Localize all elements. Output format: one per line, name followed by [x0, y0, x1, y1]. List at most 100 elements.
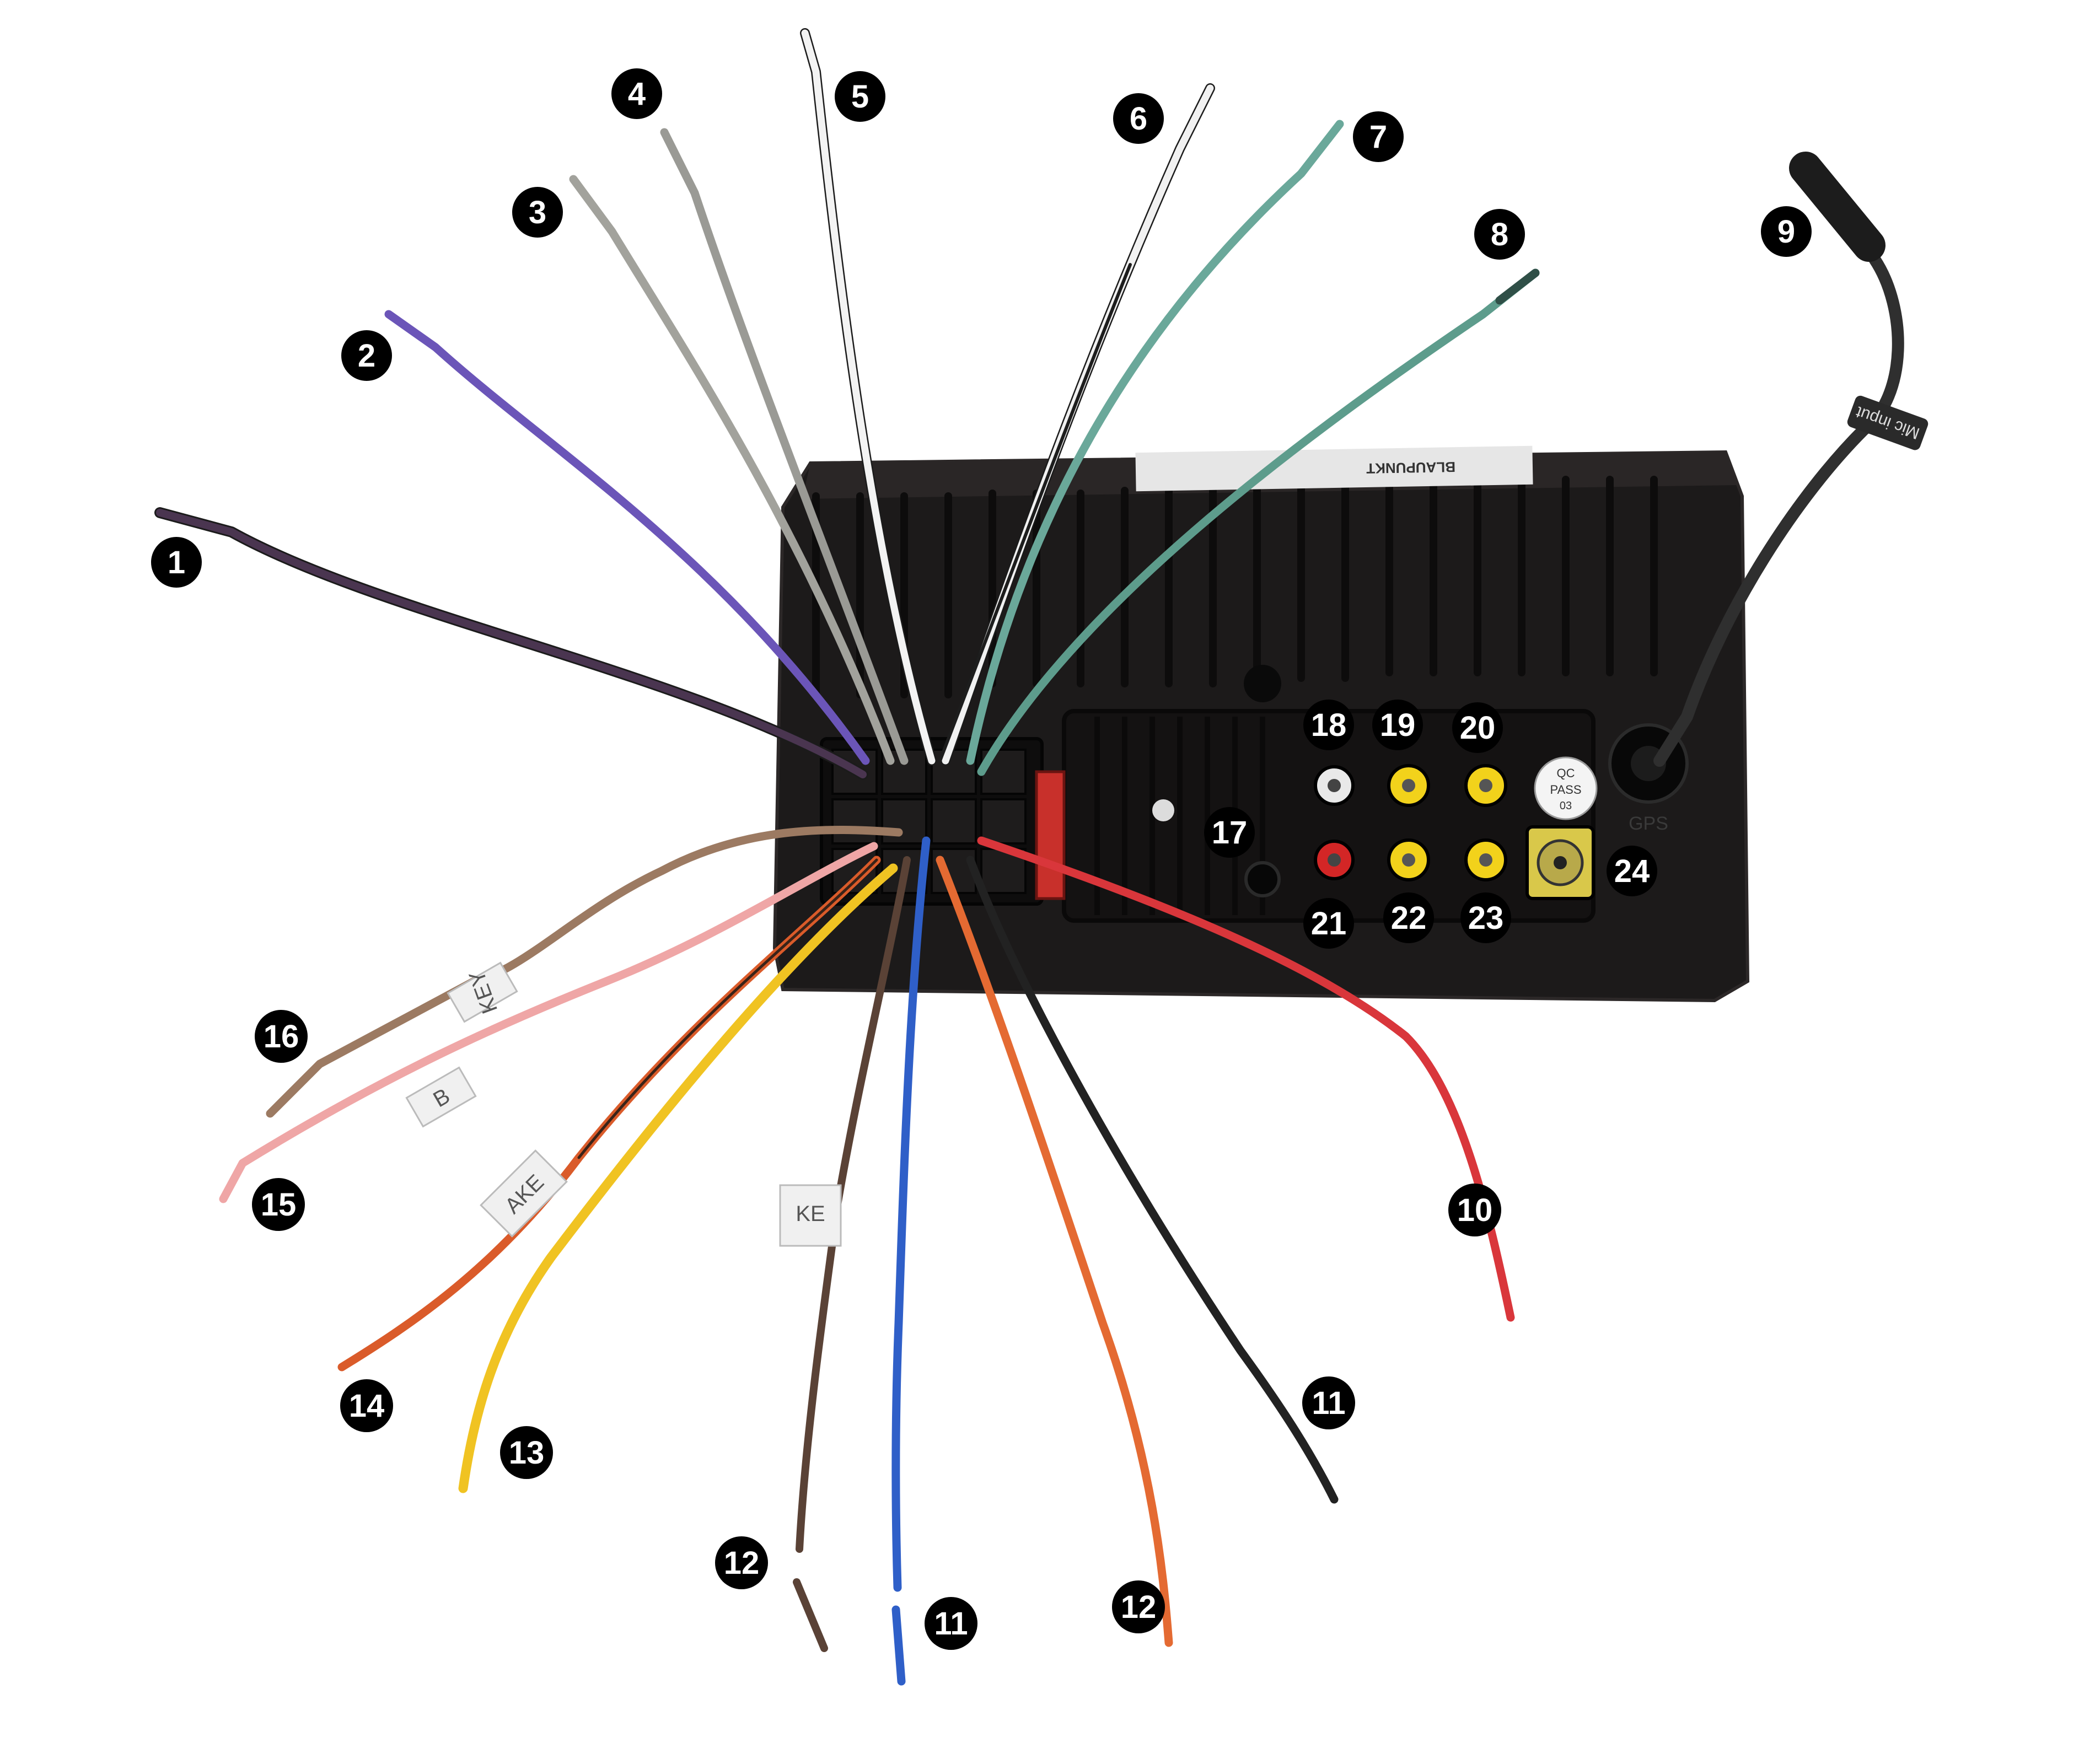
- brand-label: BLAUPUNKT: [1366, 459, 1455, 477]
- rca-port-19: [1387, 764, 1430, 807]
- badge-14: 14: [340, 1379, 393, 1432]
- svg-text:QC: QC: [1557, 766, 1575, 780]
- svg-text:14: 14: [349, 1388, 385, 1424]
- badge-17: 17: [1204, 807, 1255, 858]
- badge-5: 5: [835, 71, 885, 122]
- badge-12-brown: 12: [715, 1536, 768, 1589]
- wire-9: [1653, 253, 1904, 767]
- wire-12b: [936, 856, 1173, 1647]
- wire-15: [219, 842, 878, 1203]
- badge-8: 8: [1474, 209, 1525, 260]
- wire-13: [458, 863, 898, 1493]
- badge-3: 3: [512, 187, 563, 238]
- badge-23: 23: [1460, 892, 1511, 943]
- svg-text:15: 15: [261, 1187, 297, 1223]
- model-sticker: BLAUPUNKT: [1135, 445, 1533, 492]
- badge-15: 15: [252, 1178, 305, 1231]
- svg-text:3: 3: [529, 195, 546, 230]
- qc-sticker: QC PASS 03: [1534, 756, 1598, 820]
- svg-text:KE: KE: [796, 1202, 825, 1226]
- svg-text:5: 5: [851, 79, 869, 115]
- badge-16: 16: [255, 1010, 308, 1063]
- wires-upper: Mic input: [154, 28, 1929, 780]
- tag-14: AKE: [480, 1149, 568, 1238]
- screw-hole: [1244, 665, 1281, 702]
- wire-5: [801, 29, 936, 765]
- wire-8: [977, 268, 1540, 776]
- svg-text:12: 12: [1121, 1589, 1157, 1625]
- mic-plug: [1789, 152, 1886, 262]
- rca-port-23: [1464, 838, 1507, 881]
- badge-13: 13: [500, 1426, 553, 1479]
- wire-14-stripe: [577, 858, 878, 1159]
- svg-text:12: 12: [724, 1545, 760, 1581]
- tag-12: KE: [779, 1184, 842, 1247]
- svg-text:13: 13: [509, 1435, 545, 1471]
- wire-11b-end: [891, 1605, 906, 1686]
- svg-text:6: 6: [1130, 101, 1147, 137]
- rca-port-21: [1314, 840, 1355, 880]
- badge-2: 2: [341, 330, 392, 381]
- rca-port-24: [1525, 825, 1595, 900]
- badge-1: 1: [151, 537, 202, 588]
- badge-4: 4: [611, 68, 662, 119]
- badge-20: 20: [1452, 702, 1503, 753]
- rca-port-22: [1387, 838, 1430, 881]
- badge-21: 21: [1303, 898, 1354, 949]
- wire-2: [384, 310, 870, 765]
- svg-text:4: 4: [628, 76, 646, 112]
- tag-15: B: [405, 1066, 477, 1128]
- badge-24: 24: [1607, 846, 1657, 896]
- svg-text:20: 20: [1460, 710, 1496, 746]
- wire-7: [966, 120, 1344, 765]
- svg-text:18: 18: [1311, 707, 1347, 743]
- svg-text:16: 16: [264, 1019, 299, 1055]
- number-badges: 1 2 3 4 5 6 7 8: [151, 68, 1812, 1650]
- badge-22: 22: [1383, 892, 1434, 943]
- svg-text:23: 23: [1468, 900, 1504, 936]
- aux-jack: [1244, 861, 1281, 897]
- led-indicator: [1152, 799, 1174, 821]
- badge-19: 19: [1372, 700, 1423, 750]
- wire-1-color: [156, 509, 867, 778]
- badge-11-blue: 11: [925, 1597, 977, 1650]
- svg-text:17: 17: [1212, 815, 1248, 851]
- svg-text:8: 8: [1491, 217, 1508, 252]
- tag-16: KEY: [447, 961, 518, 1023]
- svg-text:7: 7: [1369, 119, 1387, 155]
- svg-text:21: 21: [1311, 906, 1347, 942]
- badge-10: 10: [1448, 1184, 1501, 1236]
- badge-18: 18: [1303, 700, 1354, 750]
- wire-11a: [966, 856, 1339, 1504]
- svg-text:1: 1: [168, 545, 185, 580]
- wire-16: [266, 825, 903, 1118]
- fuse: [1035, 770, 1066, 900]
- wire-12a-end: [793, 1578, 828, 1652]
- wire-4: [660, 128, 909, 765]
- svg-text:10: 10: [1457, 1192, 1493, 1228]
- svg-text:11: 11: [934, 1606, 968, 1642]
- svg-text:2: 2: [358, 338, 375, 374]
- svg-text:24: 24: [1614, 853, 1650, 889]
- wire-8-tip: [1495, 268, 1540, 305]
- wire-11b: [891, 836, 931, 1592]
- badge-7: 7: [1353, 111, 1404, 162]
- svg-text:19: 19: [1380, 707, 1416, 743]
- svg-text:11: 11: [1312, 1385, 1345, 1421]
- svg-text:9: 9: [1777, 214, 1795, 250]
- rca-port-18: [1314, 765, 1355, 806]
- heatsink-fins: [812, 476, 1658, 698]
- wire-6-stripe: [938, 263, 1132, 762]
- badge-9: 9: [1761, 206, 1812, 257]
- rca-port-20: [1464, 764, 1507, 807]
- rca-ports: [1314, 764, 1507, 881]
- svg-text:03: 03: [1560, 800, 1572, 812]
- badge-6: 6: [1113, 93, 1164, 144]
- wire-tags: KEY B AKE KE: [405, 961, 842, 1247]
- svg-text:22: 22: [1391, 900, 1427, 936]
- svg-text:PASS: PASS: [1550, 783, 1581, 797]
- gps-label: GPS: [1629, 813, 1668, 834]
- badge-11-black: 11: [1302, 1376, 1355, 1429]
- badge-12-orange: 12: [1112, 1580, 1165, 1633]
